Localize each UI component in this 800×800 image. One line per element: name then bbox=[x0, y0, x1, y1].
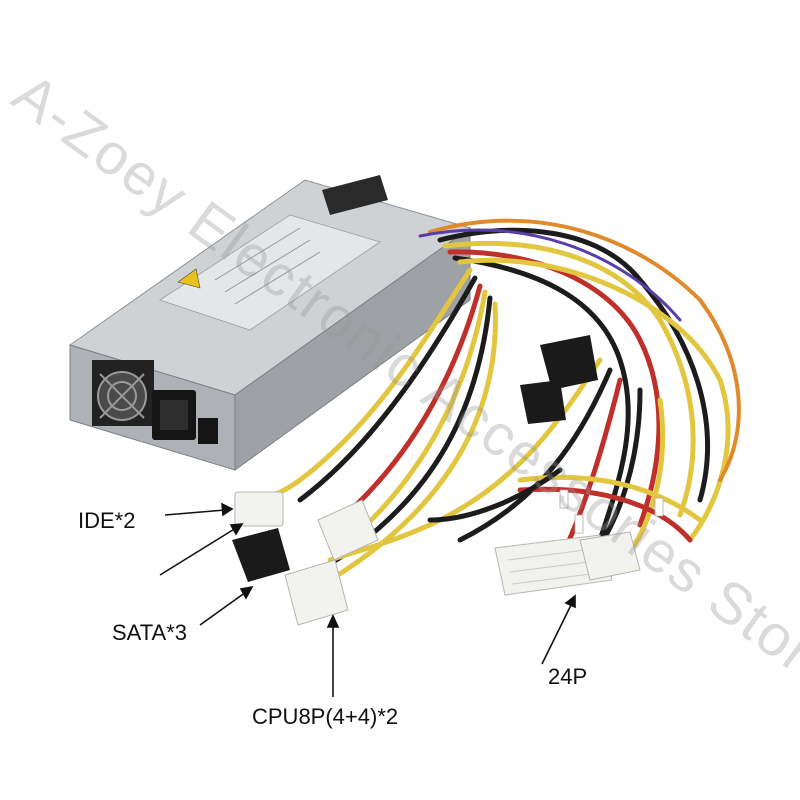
cpu-connector-2 bbox=[284, 559, 349, 626]
24p-label: 24P bbox=[548, 664, 588, 689]
sata-connector-3 bbox=[520, 380, 566, 424]
cpu-label: CPU8P(4+4)*2 bbox=[252, 704, 399, 729]
sata-label: SATA*3 bbox=[112, 620, 187, 645]
sata-connector-2 bbox=[540, 335, 598, 390]
fan-grill bbox=[92, 360, 154, 426]
cpu-connector-1 bbox=[317, 499, 379, 561]
connectors bbox=[232, 335, 664, 626]
power-switch bbox=[198, 418, 218, 444]
ide-connector bbox=[234, 491, 284, 527]
cable-bundle bbox=[247, 218, 741, 583]
ide-label: IDE*2 bbox=[78, 508, 136, 533]
annotation-arrows bbox=[159, 502, 576, 697]
psu-unit bbox=[68, 175, 472, 471]
sata-connector bbox=[232, 528, 290, 582]
